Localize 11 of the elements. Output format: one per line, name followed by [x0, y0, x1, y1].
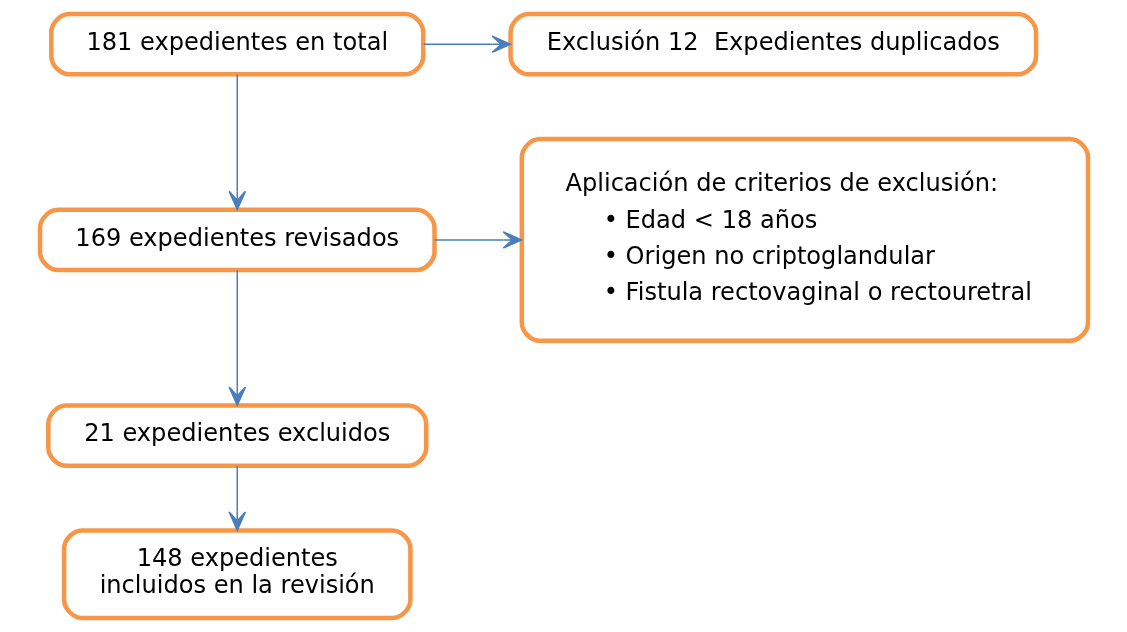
node-box: 169 expedientes revisados: [37, 207, 437, 273]
arrow: [422, 35, 511, 54]
node-box: 181 expedientes en total: [48, 11, 425, 77]
node-box: Exclusión 12 Expedientes duplicados: [507, 11, 1038, 77]
node-box: 148 expedientes incluidos en la revisión: [61, 528, 413, 621]
arrow: [227, 465, 246, 531]
arrow: [433, 231, 522, 249]
arrow: [227, 269, 246, 406]
arrow: [227, 73, 246, 211]
node-box: Aplicación de criterios de exclusión: • Edad < 18 años • Origen no criptoglandular • Fistula rectovaginal o rectouretral: [519, 136, 1090, 344]
node-box: 21 expedientes excluidos: [45, 403, 428, 469]
